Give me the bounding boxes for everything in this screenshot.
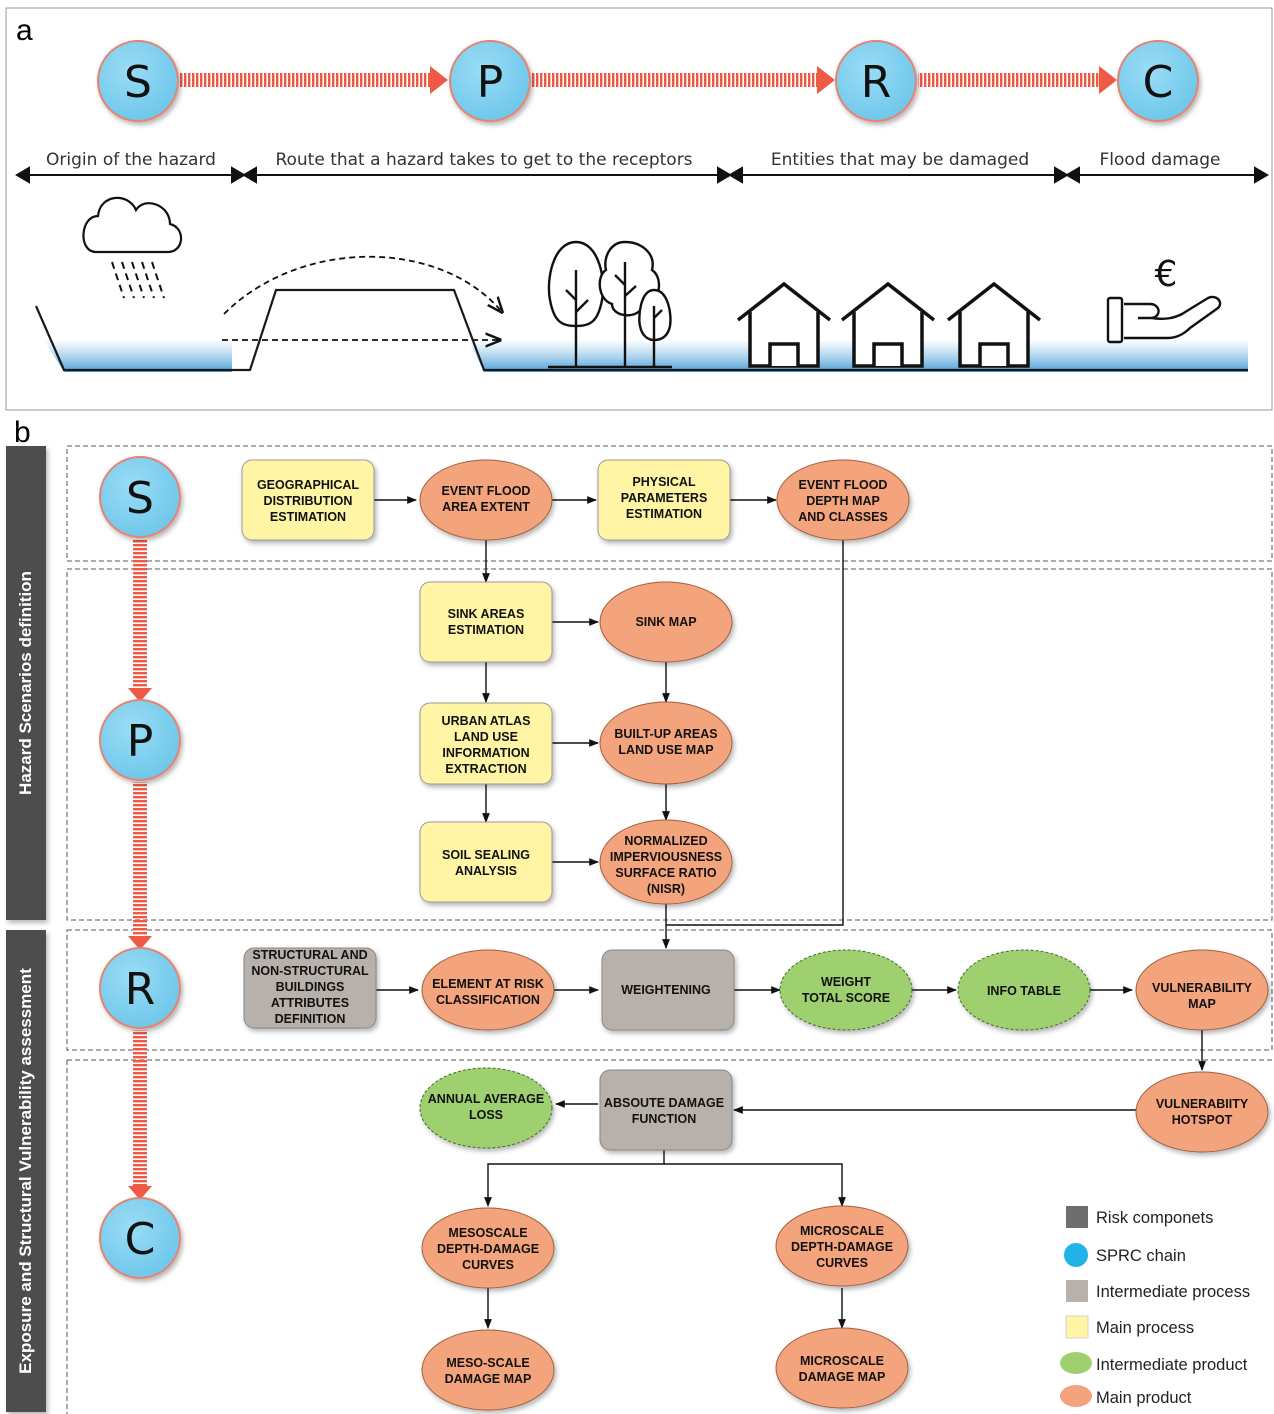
hazard-side-bar [6, 446, 46, 920]
rain-cloud-icon [82, 196, 183, 299]
legend-sprc-chain: SPRC chain [1064, 1243, 1186, 1267]
legend-main-product: Main product [1060, 1385, 1192, 1407]
svg-text:SINK MAP: SINK MAP [635, 615, 696, 629]
sprc-arrows-a [177, 66, 1117, 94]
hazard-side-label: Hazard Scenarios definition [16, 571, 35, 795]
stage-label-pathway: Route that a hazard takes to get to the … [275, 150, 692, 170]
stage-label-consequence: Flood damage [1100, 150, 1221, 170]
sprc-circle-p-b: P [99, 699, 181, 781]
node-sink-map: SINK MAP [599, 581, 733, 663]
sprc-circle-s-b: S [99, 456, 181, 538]
exposure-side-bar [6, 930, 46, 1412]
svg-text:Main process: Main process [1096, 1319, 1194, 1337]
legend-intermediate-product: Intermediate product [1060, 1352, 1248, 1374]
svg-text:C: C [125, 1214, 156, 1265]
svg-text:SPRC chain: SPRC chain [1096, 1247, 1186, 1265]
svg-text:Intermediate process: Intermediate process [1096, 1283, 1250, 1301]
panel-b: b Hazard Scenarios definition Exposure a… [6, 416, 1273, 1414]
svg-text:P: P [127, 716, 154, 767]
sprc-circle-c-b: C [99, 1197, 181, 1279]
panel-b-label: b [14, 416, 31, 449]
svg-text:Risk componets: Risk componets [1096, 1209, 1213, 1227]
svg-text:S: S [124, 57, 152, 108]
sprc-circle-s-a: S [97, 40, 179, 122]
legend-intermediate-process: Intermediate process [1066, 1280, 1250, 1302]
node-weightening: WEIGHTENING [601, 949, 735, 1031]
svg-text:R: R [125, 964, 156, 1015]
houses-icon [736, 281, 1042, 368]
legend-risk-components: Risk componets [1066, 1206, 1213, 1228]
stage-label-receptor: Entities that may be damaged [771, 150, 1029, 170]
euro-symbol: € [1155, 254, 1178, 295]
pathway-dashed-arrows [222, 255, 502, 340]
stage-arrows [15, 166, 1269, 184]
panel-a: a S P R C Origin of the hazard [5, 7, 1273, 411]
sprc-arrows-b [128, 540, 152, 1200]
svg-text:Main product: Main product [1096, 1389, 1192, 1407]
sprc-circle-r-b: R [99, 947, 181, 1029]
svg-text:C: C [1143, 57, 1174, 108]
legend: Risk componets SPRC chain Intermediate p… [1060, 1206, 1250, 1407]
euro-hand-icon: € [1106, 254, 1222, 344]
svg-text:P: P [477, 57, 504, 108]
node-info-table: INFO TABLE [957, 949, 1091, 1031]
svg-text:S: S [126, 473, 154, 524]
svg-text:INFO TABLE: INFO TABLE [987, 984, 1061, 998]
group-boxes [66, 445, 1273, 1414]
svg-text:R: R [861, 57, 892, 108]
trees-icon [547, 240, 672, 369]
flow-connectors [374, 496, 1206, 1329]
svg-text:WEIGHTENING: WEIGHTENING [621, 983, 711, 997]
exposure-side-label: Exposure and Structural Vulnerability as… [16, 968, 35, 1374]
sprc-circle-r-a: R [835, 40, 917, 122]
legend-main-process: Main process [1065, 1315, 1194, 1339]
stage-label-source: Origin of the hazard [46, 150, 216, 170]
svg-text:Intermediate product: Intermediate product [1096, 1356, 1248, 1374]
sprc-circle-p-a: P [449, 40, 531, 122]
panel-a-label: a [16, 14, 33, 47]
sprc-circle-c-a: C [1117, 40, 1199, 122]
